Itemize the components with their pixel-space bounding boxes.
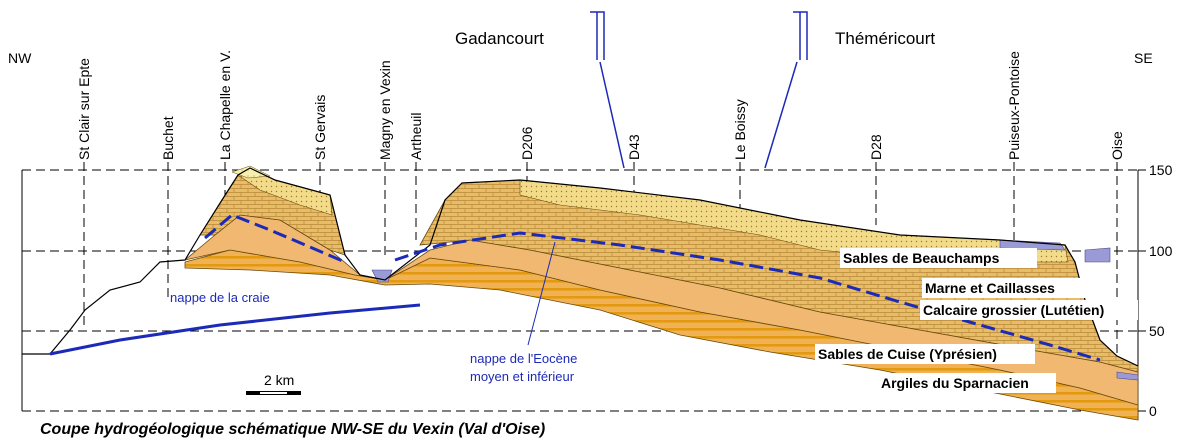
- elev-0: 0: [1149, 403, 1157, 419]
- aquifer-eocene-label-2: moyen et inférieur: [470, 369, 575, 384]
- locality-artheuil: Artheuil: [408, 113, 424, 160]
- themericourt-label: Théméricourt: [835, 29, 935, 48]
- locality-buchet: Buchet: [160, 116, 176, 160]
- locality-labels: St Clair sur Epte Buchet La Chapelle en …: [76, 50, 1125, 160]
- locality-puiseux: Puiseux-Pontoise: [1006, 51, 1022, 160]
- locality-st-gervais: St Gervais: [312, 95, 328, 160]
- locality-la-chapelle: La Chapelle en V.: [217, 50, 233, 160]
- locality-st-clair: St Clair sur Epte: [76, 58, 92, 160]
- se-label: SE: [1134, 50, 1153, 66]
- elev-100: 100: [1149, 243, 1173, 259]
- layer-marne: Marne et Caillasses: [925, 280, 1055, 296]
- locality-d28: D28: [868, 134, 884, 160]
- figure-title: Coupe hydrogéologique schématique NW-SE …: [40, 421, 545, 438]
- scale-bar: [246, 391, 301, 395]
- locality-ticks: [83, 162, 1118, 372]
- layer-cuise: Sables de Cuise (Yprésien): [818, 346, 997, 362]
- locality-d43: D43: [626, 134, 642, 160]
- elev-50: 50: [1149, 323, 1165, 339]
- layer-sparnacien: Argiles du Sparnacien: [881, 375, 1029, 391]
- layer-calcaire: Calcaire grossier (Lutétien): [923, 302, 1104, 318]
- layer-beauchamps: Sables de Beauchamps: [843, 250, 1000, 266]
- aquifer-lines: [49, 213, 1101, 362]
- aquifer-craie-label: nappe de la craie: [170, 290, 270, 305]
- nw-label: NW: [8, 50, 32, 66]
- locality-magny: Magny en Vexin: [377, 60, 393, 160]
- locality-oise: Oise: [1109, 131, 1125, 160]
- elev-150: 150: [1149, 162, 1173, 178]
- locality-le-boissy: Le Boissy: [732, 99, 748, 160]
- valley-markers: [590, 11, 808, 169]
- aquifer-eocene-label-1: nappe de l'Eocène: [470, 351, 577, 366]
- elevation-axis: [1138, 169, 1146, 412]
- gadancourt-label: Gadancourt: [455, 29, 544, 48]
- scale-label: 2 km: [264, 372, 294, 388]
- locality-d206: D206: [519, 126, 535, 160]
